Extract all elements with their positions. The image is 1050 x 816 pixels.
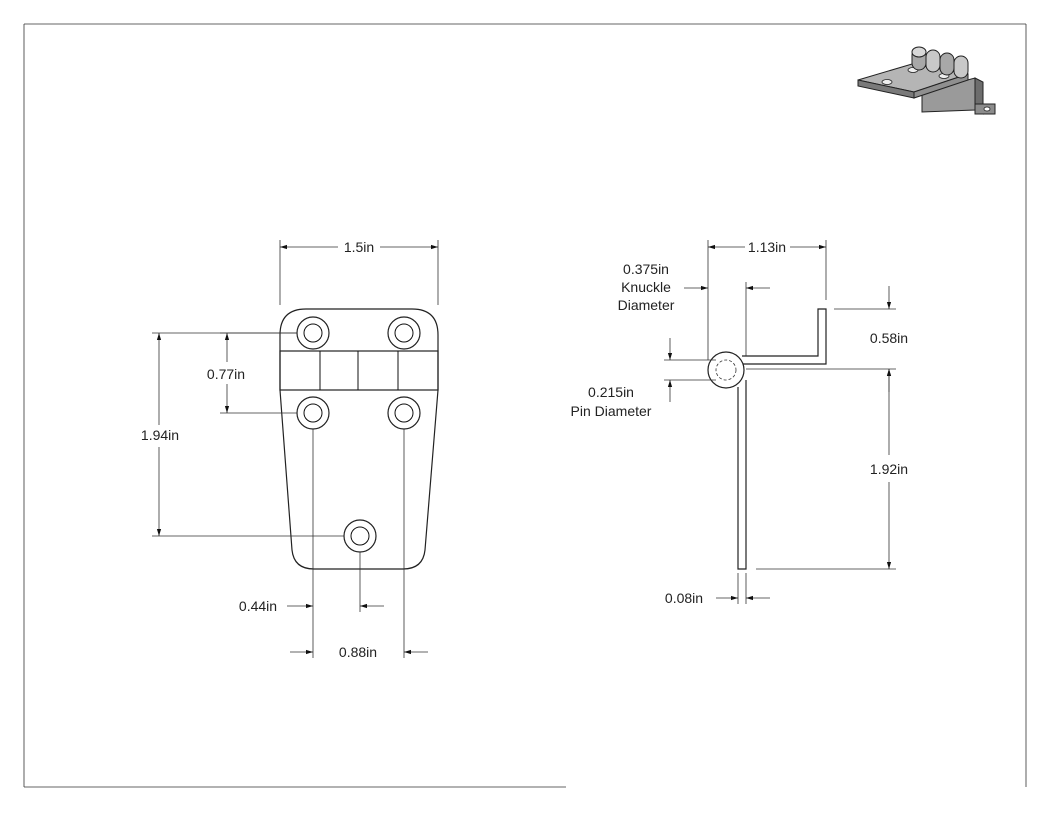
mounting-hole — [387, 316, 421, 350]
dim-hole-span-label: 1.94in — [141, 427, 179, 443]
dim-knuckle-diameter-line2: Diameter — [618, 297, 675, 313]
front-view: 1.5in 0.77in 1.94in 0.44in — [141, 239, 439, 660]
lower-leaf — [737, 380, 747, 570]
hinge-leaf-outline — [279, 308, 439, 570]
mounting-hole — [296, 316, 330, 350]
dimension-lower-leaf: 1.92in — [756, 369, 908, 570]
dim-width-label: 1.5in — [344, 239, 374, 255]
dim-overall-depth-label: 1.13in — [748, 239, 786, 255]
dimension-hole-spacing: 0.88in — [290, 429, 428, 660]
dim-knuckle-offset-label: 0.77in — [207, 366, 245, 382]
knuckle-band — [279, 350, 439, 391]
dim-thickness-label: 0.08in — [665, 590, 703, 606]
dim-knuckle-diameter-line1: Knuckle — [621, 279, 671, 295]
mounting-hole — [387, 396, 421, 430]
dim-pin-diameter-value: 0.215in — [588, 384, 634, 400]
dimension-hole-span: 1.94in — [141, 332, 344, 537]
pin-circle — [715, 359, 737, 381]
dimension-thickness: 0.08in — [665, 573, 770, 606]
dimension-width: 1.5in — [279, 239, 439, 305]
dimension-overall-depth: 1.13in — [707, 239, 827, 360]
upper-leaf — [742, 308, 827, 365]
side-view: 1.13in 0.375in Knuckle Diameter 0.58in 0… — [571, 239, 909, 606]
dimension-upper-leaf: 0.58in — [746, 286, 908, 392]
dimension-pin-diameter: 0.215in Pin Diameter — [571, 338, 716, 419]
dim-knuckle-diameter-value: 0.375in — [623, 261, 669, 277]
dim-upper-leaf-label: 0.58in — [870, 330, 908, 346]
dim-center-hole-offset-label: 0.44in — [239, 598, 277, 614]
dimension-center-hole-offset: 0.44in — [239, 429, 384, 614]
mounting-hole — [296, 396, 330, 430]
mounting-hole — [343, 519, 377, 553]
hinge-isometric-icon — [857, 46, 996, 115]
knuckle-circle — [707, 351, 745, 389]
dim-lower-leaf-label: 1.92in — [870, 461, 908, 477]
dimension-knuckle-offset: 0.77in — [207, 332, 297, 414]
sheet-border — [23, 23, 1027, 788]
dim-pin-diameter-label: Pin Diameter — [571, 403, 652, 419]
dimension-knuckle-diameter: 0.375in Knuckle Diameter — [618, 261, 770, 356]
dim-hole-spacing-label: 0.88in — [339, 644, 377, 660]
